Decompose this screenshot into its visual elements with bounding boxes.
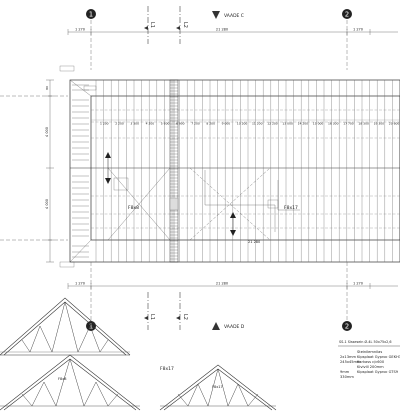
column-dim: 20 600 bbox=[389, 122, 400, 126]
dim-text: 21 280 bbox=[216, 282, 228, 286]
legend-desc: Kipsplaat Gyproc GTS9 bbox=[357, 370, 399, 374]
purlin-lines bbox=[91, 109, 400, 229]
direction-arrows bbox=[105, 152, 236, 236]
truss-elevation-bottom-right bbox=[159, 364, 277, 411]
dim-text: 80 bbox=[45, 86, 49, 90]
dimension-bottom bbox=[67, 262, 398, 320]
column-dim: 10 200 bbox=[237, 122, 248, 126]
column-dim: 6 900 bbox=[176, 122, 185, 126]
view-marker-bottom: VAADE D bbox=[212, 322, 245, 330]
legend-desc: Steinilemnilas bbox=[357, 350, 383, 354]
column-dim: 18 300 bbox=[358, 122, 369, 126]
section-cut-top bbox=[147, 6, 181, 44]
legend-desc: Karkass c/c600 bbox=[357, 360, 385, 364]
column-dim: 13 000 bbox=[282, 122, 293, 126]
truss-label: F8x17 bbox=[284, 205, 298, 211]
dimension-left bbox=[0, 79, 68, 263]
rafter-lines bbox=[95, 80, 393, 262]
dim-text: 1 270 bbox=[75, 282, 85, 286]
section-cut-bottom bbox=[147, 292, 181, 330]
dim-text: 1 270 bbox=[353, 282, 363, 286]
annotation-marks bbox=[59, 65, 279, 268]
legend-line: 9mm Kipsplaat Gyproc GTS9 bbox=[340, 370, 400, 375]
column-dim: 8 200 bbox=[206, 122, 215, 126]
dim-text: 4 000 bbox=[45, 199, 49, 209]
column-dim: 4 200 bbox=[146, 122, 155, 126]
dim-text: 21 280 bbox=[248, 240, 260, 244]
axis-marker-1-top: 1 bbox=[86, 9, 96, 19]
legend-code: 245x45mm bbox=[340, 360, 361, 364]
truss-label: F8x17 bbox=[160, 366, 174, 372]
column-dim: 7 200 bbox=[191, 122, 200, 126]
dimension-top bbox=[67, 20, 398, 70]
dim-text: 21 280 bbox=[216, 28, 228, 32]
section-label: L1 bbox=[149, 22, 155, 28]
column-dim: 2 200 bbox=[115, 122, 124, 126]
truss-label: F8x8 bbox=[58, 377, 67, 381]
dim-text: 1 270 bbox=[75, 28, 85, 32]
truss-elevation-bottom-left bbox=[0, 354, 141, 411]
column-dim: 15 000 bbox=[313, 122, 324, 126]
view-label: VAADE D bbox=[224, 324, 245, 330]
bracing bbox=[107, 167, 300, 241]
overhang-left bbox=[69, 79, 92, 263]
roof-outline bbox=[69, 79, 400, 263]
truss-elevation-left bbox=[0, 297, 131, 356]
column-dim: 5 600 bbox=[161, 122, 170, 126]
section-label: L2 bbox=[182, 314, 188, 320]
column-dim: 3 300 bbox=[130, 122, 139, 126]
axis-label: 1 bbox=[89, 11, 93, 19]
view-label: VAADE C bbox=[224, 13, 244, 19]
dim-text: 1 270 bbox=[353, 28, 363, 32]
axis-label: 2 bbox=[345, 323, 349, 331]
legend-code: 330mm bbox=[340, 375, 354, 379]
legend-line: 330mm bbox=[340, 375, 400, 380]
axis-marker-2-top: 2 bbox=[342, 9, 352, 19]
axis-marker-2-bottom: 2 bbox=[342, 321, 352, 331]
legend-code: 2x13mm bbox=[340, 355, 356, 359]
stair-element bbox=[169, 79, 179, 263]
dim-text: 4 000 bbox=[45, 127, 49, 137]
column-dim: 1 200 bbox=[100, 122, 109, 126]
legend-code: 9mm bbox=[340, 370, 350, 374]
column-dim: 17 700 bbox=[343, 122, 354, 126]
column-dim: 19 300 bbox=[374, 122, 385, 126]
legend-desc: Kivivill 200mm bbox=[357, 365, 384, 369]
legend-line: Kivivill 200mm bbox=[340, 365, 400, 370]
column-dimension-row: 1 200 2 200 3 300 4 200 5 600 6 900 7 200 8 200… bbox=[100, 122, 399, 126]
column-dim: 11 200 bbox=[252, 122, 263, 126]
stair-steps bbox=[170, 81, 178, 260]
legend-line: Steinilemnilas bbox=[340, 350, 400, 355]
axis-marker-1-bottom: 1 bbox=[86, 321, 96, 331]
column-dim: 12 200 bbox=[267, 122, 278, 126]
column-dim: 14 200 bbox=[298, 122, 309, 126]
truss-label: F8x8 bbox=[128, 205, 139, 211]
legend-desc: Kipsplaat Gyproc GEKH3 bbox=[357, 355, 400, 359]
section-label: L1 bbox=[149, 314, 155, 320]
axis-label: 2 bbox=[345, 11, 349, 19]
truss-label: F8x17 bbox=[212, 385, 223, 389]
column-dim: 16 300 bbox=[328, 122, 339, 126]
axis-label: 1 bbox=[89, 323, 93, 331]
view-marker-top: VAADE C bbox=[212, 11, 244, 19]
column-dim: 9 000 bbox=[222, 122, 231, 126]
legend-title: SS-1 Sissesein Ø-4L 50x75x2,6 bbox=[339, 340, 392, 344]
section-label: L2 bbox=[182, 22, 188, 28]
